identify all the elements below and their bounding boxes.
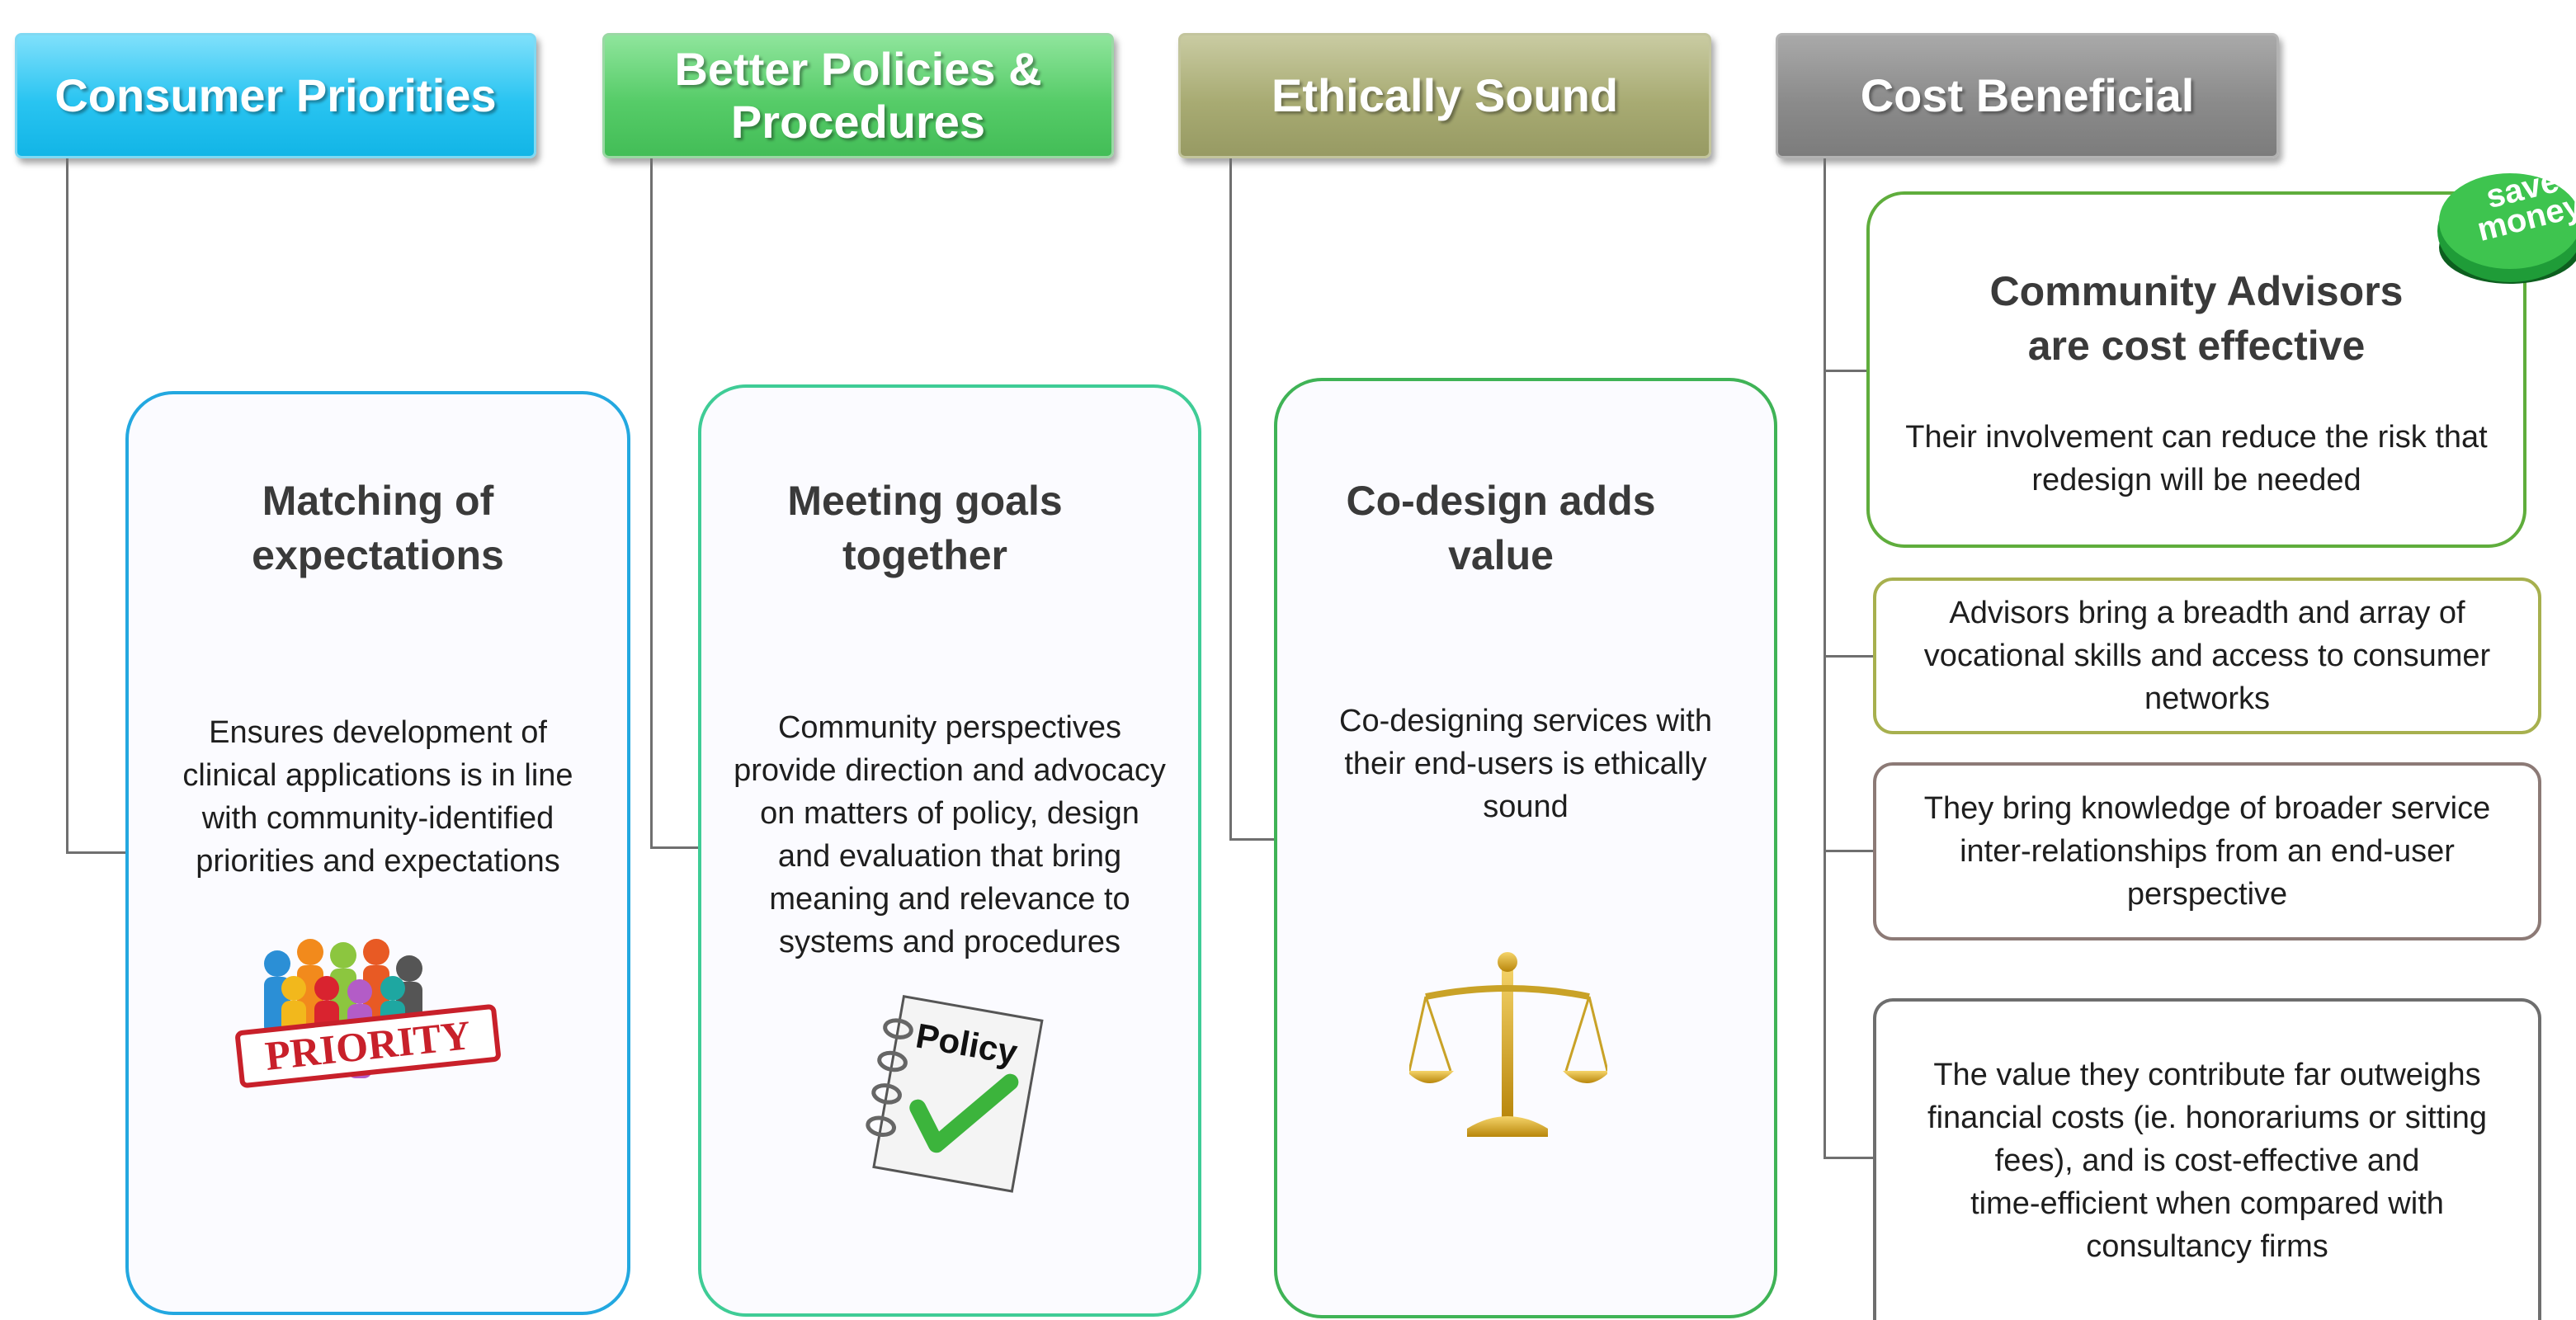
vocational-skills-text: Advisors bring a breadth and array of vo… [1923,596,2491,716]
card-title: Co-design adds value [1346,478,1656,578]
cost-box-title: Community Advisors are cost effective [1989,268,2404,369]
connector-ethics-horizontal [1229,838,1276,841]
connector-cost-vertical [1823,158,1826,1158]
connector-cost-branch-1 [1823,370,1868,372]
save-money-badge-icon: save money [2427,148,2576,289]
policy-notebook-icon: Policy [855,990,1053,1196]
better-policies-label: Better Policies & Procedures [674,43,1042,148]
connector-policy-vertical [650,158,653,848]
connector-cost-branch-4 [1823,1157,1875,1159]
community-advisors-cost-box: Community Advisors are cost effective Th… [1866,191,2526,548]
meeting-goals-card: Meeting goals together Community perspec… [698,384,1201,1317]
ethically-sound-header: Ethically Sound [1178,33,1711,158]
card-body: Ensures development of clinical applicat… [182,715,573,879]
scales-of-justice-icon [1406,947,1611,1145]
value-outweighs-costs-box: The value they contribute far outweighs … [1873,998,2541,1320]
connector-consumer-vertical [66,158,68,853]
better-policies-header: Better Policies & Procedures [602,33,1114,158]
cost-box-body: Their involvement can reduce the risk th… [1905,420,2488,497]
connector-consumer-horizontal [66,851,127,854]
card-body: Community perspectives provide direction… [734,710,1166,959]
broader-knowledge-box: They bring knowledge of broader service … [1873,762,2541,940]
cost-beneficial-label: Cost Beneficial [1860,69,2195,121]
ethically-sound-label: Ethically Sound [1271,69,1619,121]
broader-knowledge-text: They bring knowledge of broader service … [1923,791,2491,912]
priority-people-icon: PRIORITY [228,922,508,1137]
cost-beneficial-header: Cost Beneficial [1776,33,2279,158]
connector-cost-branch-2 [1823,655,1875,658]
value-outweighs-costs-text: The value they contribute far outweighs … [1927,1058,2487,1264]
connector-ethics-vertical [1229,158,1232,840]
consumer-priorities-header: Consumer Priorities [15,33,536,158]
matching-expectations-card: Matching of expectations Ensures develop… [125,391,630,1315]
co-design-value-card: Co-design adds value Co-designing servic… [1274,378,1777,1318]
card-title: Meeting goals together [787,478,1063,578]
vocational-skills-box: Advisors bring a breadth and array of vo… [1873,578,2541,734]
connector-cost-branch-3 [1823,850,1875,852]
consumer-priorities-label: Consumer Priorities [54,69,497,121]
card-body: Co-designing services with their end-use… [1339,704,1712,824]
card-title: Matching of expectations [252,478,504,578]
connector-policy-horizontal [650,846,700,849]
